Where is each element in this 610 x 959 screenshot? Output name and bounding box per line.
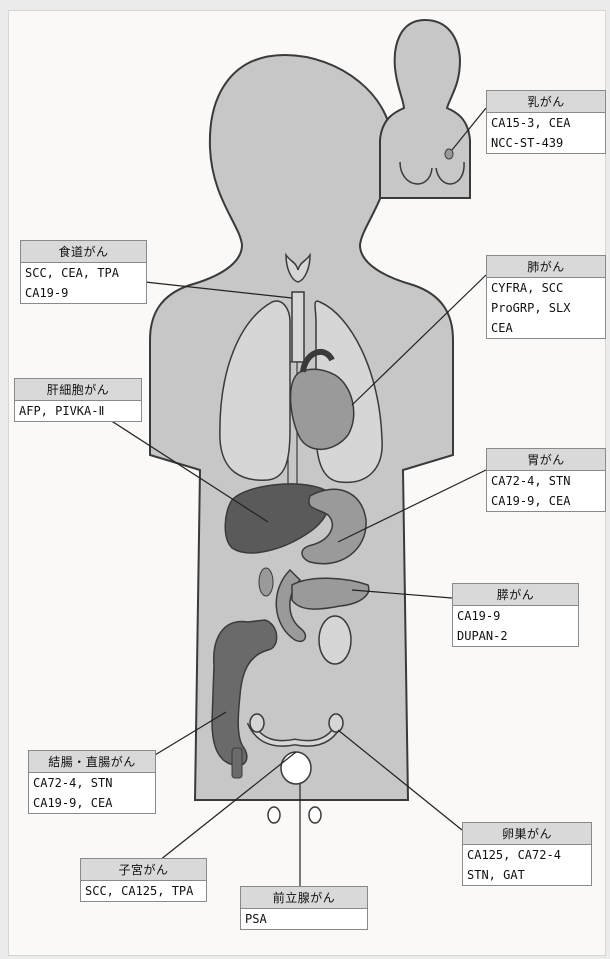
callout-liver-title: 肝細胞がん [15,379,141,401]
trachea [292,292,304,362]
kidney [319,616,351,664]
callout-ovary-line-1: CA125, CA72-4 [463,845,591,865]
callout-prostate-line-1: PSA [241,909,367,929]
callout-stomach-title: 胃がん [487,449,605,471]
callout-ovary-line-2: STN, GAT [463,865,591,885]
callout-pancreas-title: 膵がん [453,584,578,606]
callout-prostate-title: 前立腺がん [241,887,367,909]
callout-stomach: 胃がん CA72-4, STN CA19-9, CEA [486,448,606,512]
pelvic-mark-right [309,807,321,823]
callout-liver-line-1: AFP, PIVKA-Ⅱ [15,401,141,421]
breast-inset-silhouette [380,20,470,198]
callout-esophagus-title: 食道がん [21,241,146,263]
callout-breast: 乳がん CA15-3, CEA NCC-ST-439 [486,90,606,154]
callout-ovary-title: 卵巣がん [463,823,591,845]
gallbladder [259,568,273,596]
callout-uterus: 子宮がん SCC, CA125, TPA [80,858,207,902]
callout-ovary: 卵巣がん CA125, CA72-4 STN, GAT [462,822,592,886]
callout-stomach-line-2: CA19-9, CEA [487,491,605,511]
breast-tumor-mark [445,149,453,159]
callout-stomach-line-1: CA72-4, STN [487,471,605,491]
ovary-right [329,714,343,732]
callout-colorectal-line-1: CA72-4, STN [29,773,155,793]
callout-esophagus-line-1: SCC, CEA, TPA [21,263,146,283]
callout-esophagus-line-2: CA19-9 [21,283,146,303]
callout-uterus-title: 子宮がん [81,859,206,881]
callout-uterus-line-1: SCC, CA125, TPA [81,881,206,901]
callout-colorectal-title: 結腸・直腸がん [29,751,155,773]
callout-colorectal: 結腸・直腸がん CA72-4, STN CA19-9, CEA [28,750,156,814]
rectum [232,748,242,778]
pelvic-mark-left [268,807,280,823]
callout-esophagus: 食道がん SCC, CEA, TPA CA19-9 [20,240,147,304]
callout-breast-line-1: CA15-3, CEA [487,113,605,133]
callout-pancreas-line-2: DUPAN-2 [453,626,578,646]
uterus [281,752,311,784]
callout-breast-line-2: NCC-ST-439 [487,133,605,153]
callout-lung-title: 肺がん [487,256,605,278]
callout-lung-line-2: ProGRP, SLX [487,298,605,318]
callout-colorectal-line-2: CA19-9, CEA [29,793,155,813]
ovary-left [250,714,264,732]
callout-lung-line-1: CYFRA, SCC [487,278,605,298]
callout-liver: 肝細胞がん AFP, PIVKA-Ⅱ [14,378,142,422]
callout-lung-line-3: CEA [487,318,605,338]
callout-lung: 肺がん CYFRA, SCC ProGRP, SLX CEA [486,255,606,339]
callout-prostate: 前立腺がん PSA [240,886,368,930]
callout-breast-title: 乳がん [487,91,605,113]
callout-pancreas: 膵がん CA19-9 DUPAN-2 [452,583,579,647]
callout-pancreas-line-1: CA19-9 [453,606,578,626]
